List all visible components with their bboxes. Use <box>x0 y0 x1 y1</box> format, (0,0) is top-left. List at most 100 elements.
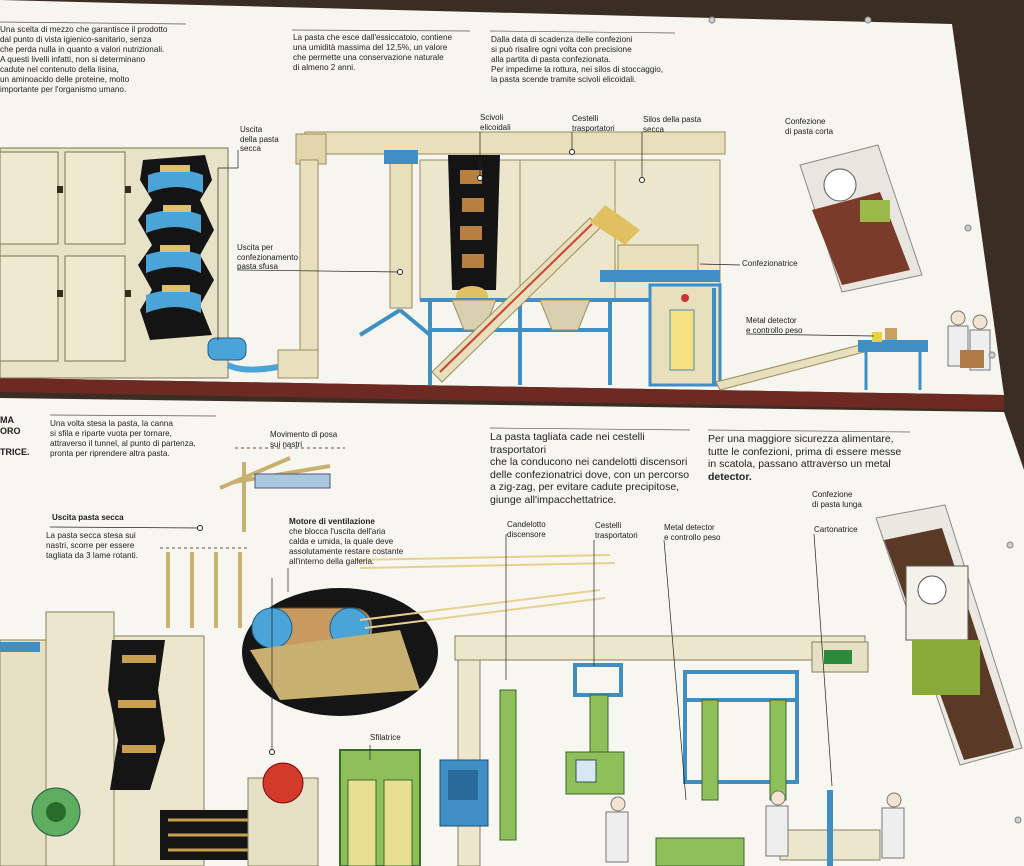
label-sfilatrice: Sfilatrice <box>370 733 401 742</box>
label-line: Candelotto <box>507 520 546 529</box>
label-line: e controllo peso <box>664 532 721 542</box>
canna-line: Una volta stesa la pasta, la canna <box>50 419 173 428</box>
motore-line: calda e umida, la quale deve <box>289 537 394 546</box>
top-intro-text: Una scelta di mezzo che garantisce il pr… <box>0 25 190 95</box>
label-line: Silos della pasta <box>643 115 702 124</box>
label-line: discensore <box>507 529 546 539</box>
cestelli-line: La pasta tagliata cade nei cestelli tras… <box>490 431 645 456</box>
label-cestelli-bottom: Cestelli trasportatori <box>595 521 638 540</box>
dryer-cabinets <box>0 147 279 379</box>
dryer-note-line: che permette una conservazione naturale <box>293 53 444 62</box>
cestelli-line: giunge all'impacchettatrice. <box>490 493 617 506</box>
dryer-note-line: di almeno 2 anni. <box>293 63 356 72</box>
long-pasta-package <box>875 504 1023 766</box>
sicurezza-line: tutte le confezioni, prima di essere mes… <box>708 445 902 458</box>
motore-line: all'interno della galleria. <box>289 557 375 566</box>
label-line: Movimento di posa <box>270 430 338 439</box>
label-line: secca <box>643 124 664 134</box>
label-scivoli: Scivoli elicoidali <box>480 113 511 132</box>
silo-note-line: Dalla data di scadenza delle confezioni <box>491 35 633 44</box>
label-line: Confezione <box>812 490 853 499</box>
label-line: di pasta lunga <box>812 499 862 509</box>
label-cartonatrice: Cartonatrice <box>814 525 858 534</box>
sicurezza-note: Per una maggiore sicurezza alimentare, t… <box>708 433 918 483</box>
dryer-note-line: una umidità massima del 12,5%, un valore <box>293 43 448 52</box>
cestelli-line: a zig-zag, per evitare cadute precipitos… <box>490 481 680 493</box>
ventilation-motor <box>242 554 616 716</box>
label-line: Uscita <box>240 125 263 134</box>
silo-note-line: la pasta scende tramite scivoli elicoida… <box>491 75 637 84</box>
sfilatrice-machine <box>247 749 421 866</box>
motore-line: assolutamente restare costante <box>289 547 404 556</box>
metal-detector-line <box>715 310 991 391</box>
motore-line: che blocca l'uscita dell'aria <box>289 527 386 536</box>
silo-note: Dalla data di scadenza delle confezioni … <box>491 35 691 85</box>
canna-line: attraverso il tunnel, al punto di parten… <box>50 439 196 448</box>
intro-line: che perda nulla in quanto a valori nutri… <box>0 45 165 54</box>
cestelli-line: che la conducono nei candelotti discenso… <box>490 456 688 468</box>
note-line: nastri, scorre per essere <box>46 541 135 550</box>
label-line: pasta sfusa <box>237 262 278 271</box>
label-line: trasportatori <box>572 123 615 133</box>
cestelli-note: La pasta tagliata cade nei cestelli tras… <box>490 431 700 506</box>
note-line: tagliata da 3 lame rotanti. <box>46 551 138 560</box>
label-confezione-corta: Confezione di pasta corta <box>785 117 833 136</box>
canna-note: Una volta stesa la pasta, la canna si sf… <box>50 419 220 459</box>
sicurezza-line: Per una maggiore sicurezza alimentare, <box>708 433 894 445</box>
label-line: di pasta corta <box>785 126 834 136</box>
silo-note-line: alla partita di pasta confezionata. <box>491 55 611 64</box>
bottom-panel <box>0 398 1024 866</box>
short-pasta-package <box>799 144 923 293</box>
motore-line: Motore di ventilazione <box>289 517 375 526</box>
label-line: Cestelli <box>572 114 599 123</box>
fragment-line: TRICE. <box>0 446 30 457</box>
label-line: Uscita per <box>237 243 274 252</box>
label-line: Confezione <box>785 117 826 126</box>
dryer-machine-left <box>0 611 272 866</box>
label-line: Scivoli <box>480 113 504 122</box>
motore-note: Motore di ventilazione che blocca l'usci… <box>289 517 439 567</box>
fragment-line <box>0 436 30 447</box>
intro-line: importante per l'organismo umano. <box>0 85 127 94</box>
top-floor-rail <box>0 378 1004 410</box>
sicurezza-line: detector. <box>708 470 752 483</box>
label-cestelli-top: Cestelli trasportatori <box>572 114 615 133</box>
uscita-secca-title: Uscita pasta secca <box>52 513 124 522</box>
label-movimento: Movimento di posa sui nastri <box>270 430 337 449</box>
sicurezza-line: in scatola, passano attraverso un metal <box>708 458 891 470</box>
silo-system <box>277 131 726 387</box>
canna-line: pronta per riprendere altra pasta. <box>50 449 170 458</box>
intro-line: cadute nel contenuto della lisina, <box>0 65 119 74</box>
intro-line: un aminoacido delle proteine, molto <box>0 75 130 84</box>
label-candelotto: Candelotto discensore <box>507 520 546 539</box>
label-line: della pasta <box>240 134 279 144</box>
intro-line: dal punto di vista igienico-sanitario, s… <box>0 35 152 44</box>
fragment-line: ORO <box>0 425 21 436</box>
label-metal-detector-top: Metal detector e controllo peso <box>746 316 802 335</box>
left-fragment: MA ORO TRICE. <box>0 415 30 457</box>
label-line: Metal detector <box>746 316 797 325</box>
label-line: e controllo peso <box>746 325 803 335</box>
cestelli-line: delle confezionatrici dove, con un perco… <box>490 468 690 481</box>
packaging-gantry <box>439 635 905 866</box>
intro-line: Una scelta di mezzo che garantisce il pr… <box>0 25 168 34</box>
fragment-line: MA <box>0 415 14 425</box>
label-silos: Silos della pasta secca <box>643 115 701 134</box>
uscita-secca-note: La pasta secca stesa sui nastri, scorre … <box>46 531 176 561</box>
label-line: Metal detector <box>664 523 715 532</box>
silo-note-line: Per impedirne la rottura, nei silos di s… <box>491 65 664 74</box>
silo-note-line: si può risalire ogni volta con precision… <box>491 45 632 54</box>
label-uscita-sfusa: Uscita per confezionamento pasta sfusa <box>237 243 298 272</box>
label-confezione-lunga: Confezione di pasta lunga <box>812 490 862 509</box>
label-line: Cestelli <box>595 521 622 530</box>
intro-line: A questi livelli infatti, non si determi… <box>0 55 146 64</box>
label-line: trasportatori <box>595 530 638 540</box>
label-uscita-pasta-secca: Uscita della pasta secca <box>240 125 279 154</box>
dryer-note: La pasta che esce dall'essiccatoio, cont… <box>293 33 483 73</box>
label-confezionatrice: Confezionatrice <box>742 259 798 268</box>
canna-line: si sfila e riparte vuota per tornare, <box>50 429 172 438</box>
label-line: confezionamento <box>237 252 298 262</box>
label-line: sui nastri <box>270 439 303 449</box>
